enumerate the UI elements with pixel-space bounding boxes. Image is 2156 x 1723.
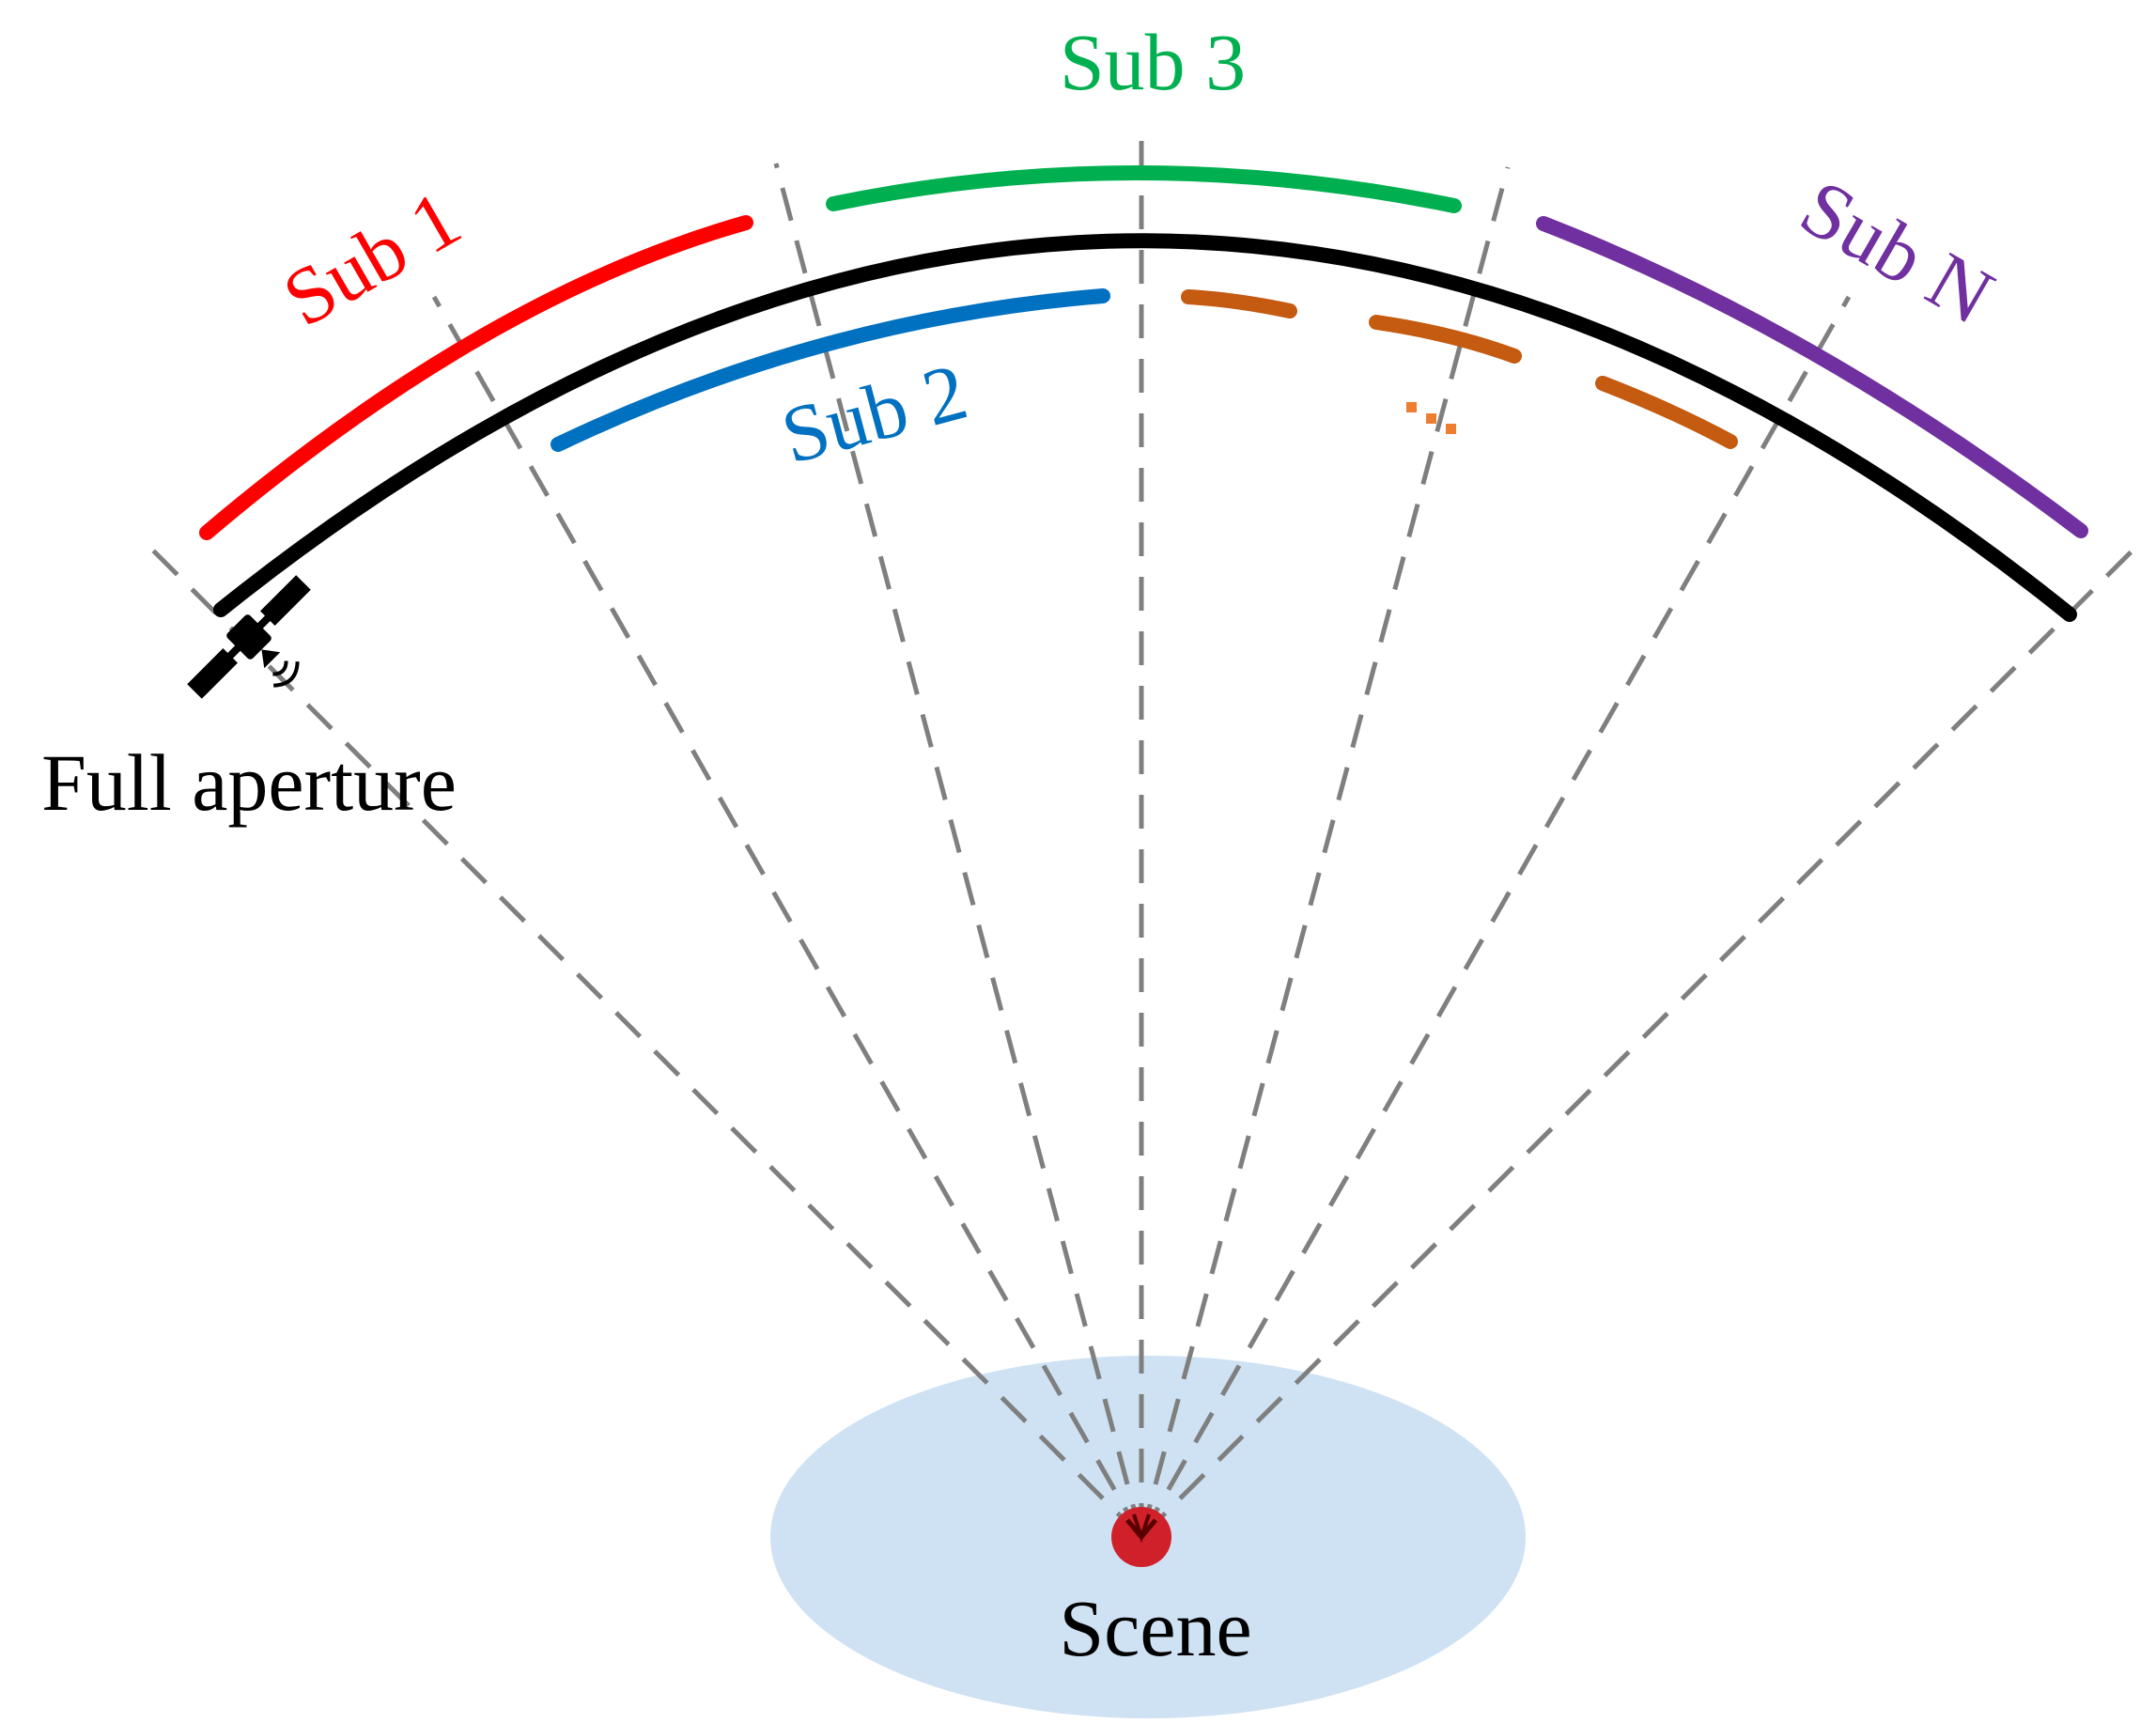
sub2-arc	[551, 288, 1110, 452]
sub2-label: Sub 2	[772, 346, 975, 481]
sub3-arc	[826, 165, 1462, 213]
ellipsis-dot	[1426, 413, 1436, 424]
look-rays	[139, 120, 2147, 1539]
ray	[431, 295, 1144, 1539]
sub1-label: Sub 1	[269, 173, 475, 344]
full-aperture-label: Full aperture	[41, 737, 457, 828]
satellite-icon	[187, 575, 311, 699]
ray	[1140, 536, 2147, 1539]
full-aperture-arc	[213, 233, 2077, 622]
ellipsis-dot	[1406, 402, 1417, 412]
intermediate-arc	[1595, 376, 1738, 449]
subN-label: Sub N	[1786, 162, 2008, 342]
sub1-arc	[199, 215, 753, 540]
scene-label: Scene	[1059, 1583, 1251, 1673]
ellipsis-dot	[1446, 424, 1456, 434]
ray	[773, 163, 1144, 1538]
ray	[139, 536, 1143, 1539]
ray	[1139, 295, 1852, 1539]
ellipsis-dots	[1406, 402, 1456, 434]
subN-arc	[1536, 216, 2088, 538]
intermediate-subapertures	[1181, 289, 1738, 449]
target-point-icon	[1111, 1507, 1171, 1567]
intermediate-arc	[1181, 289, 1297, 318]
intermediate-arc	[1369, 315, 1522, 364]
sub3-label: Sub 3	[1060, 17, 1246, 107]
ray	[1139, 166, 1511, 1538]
